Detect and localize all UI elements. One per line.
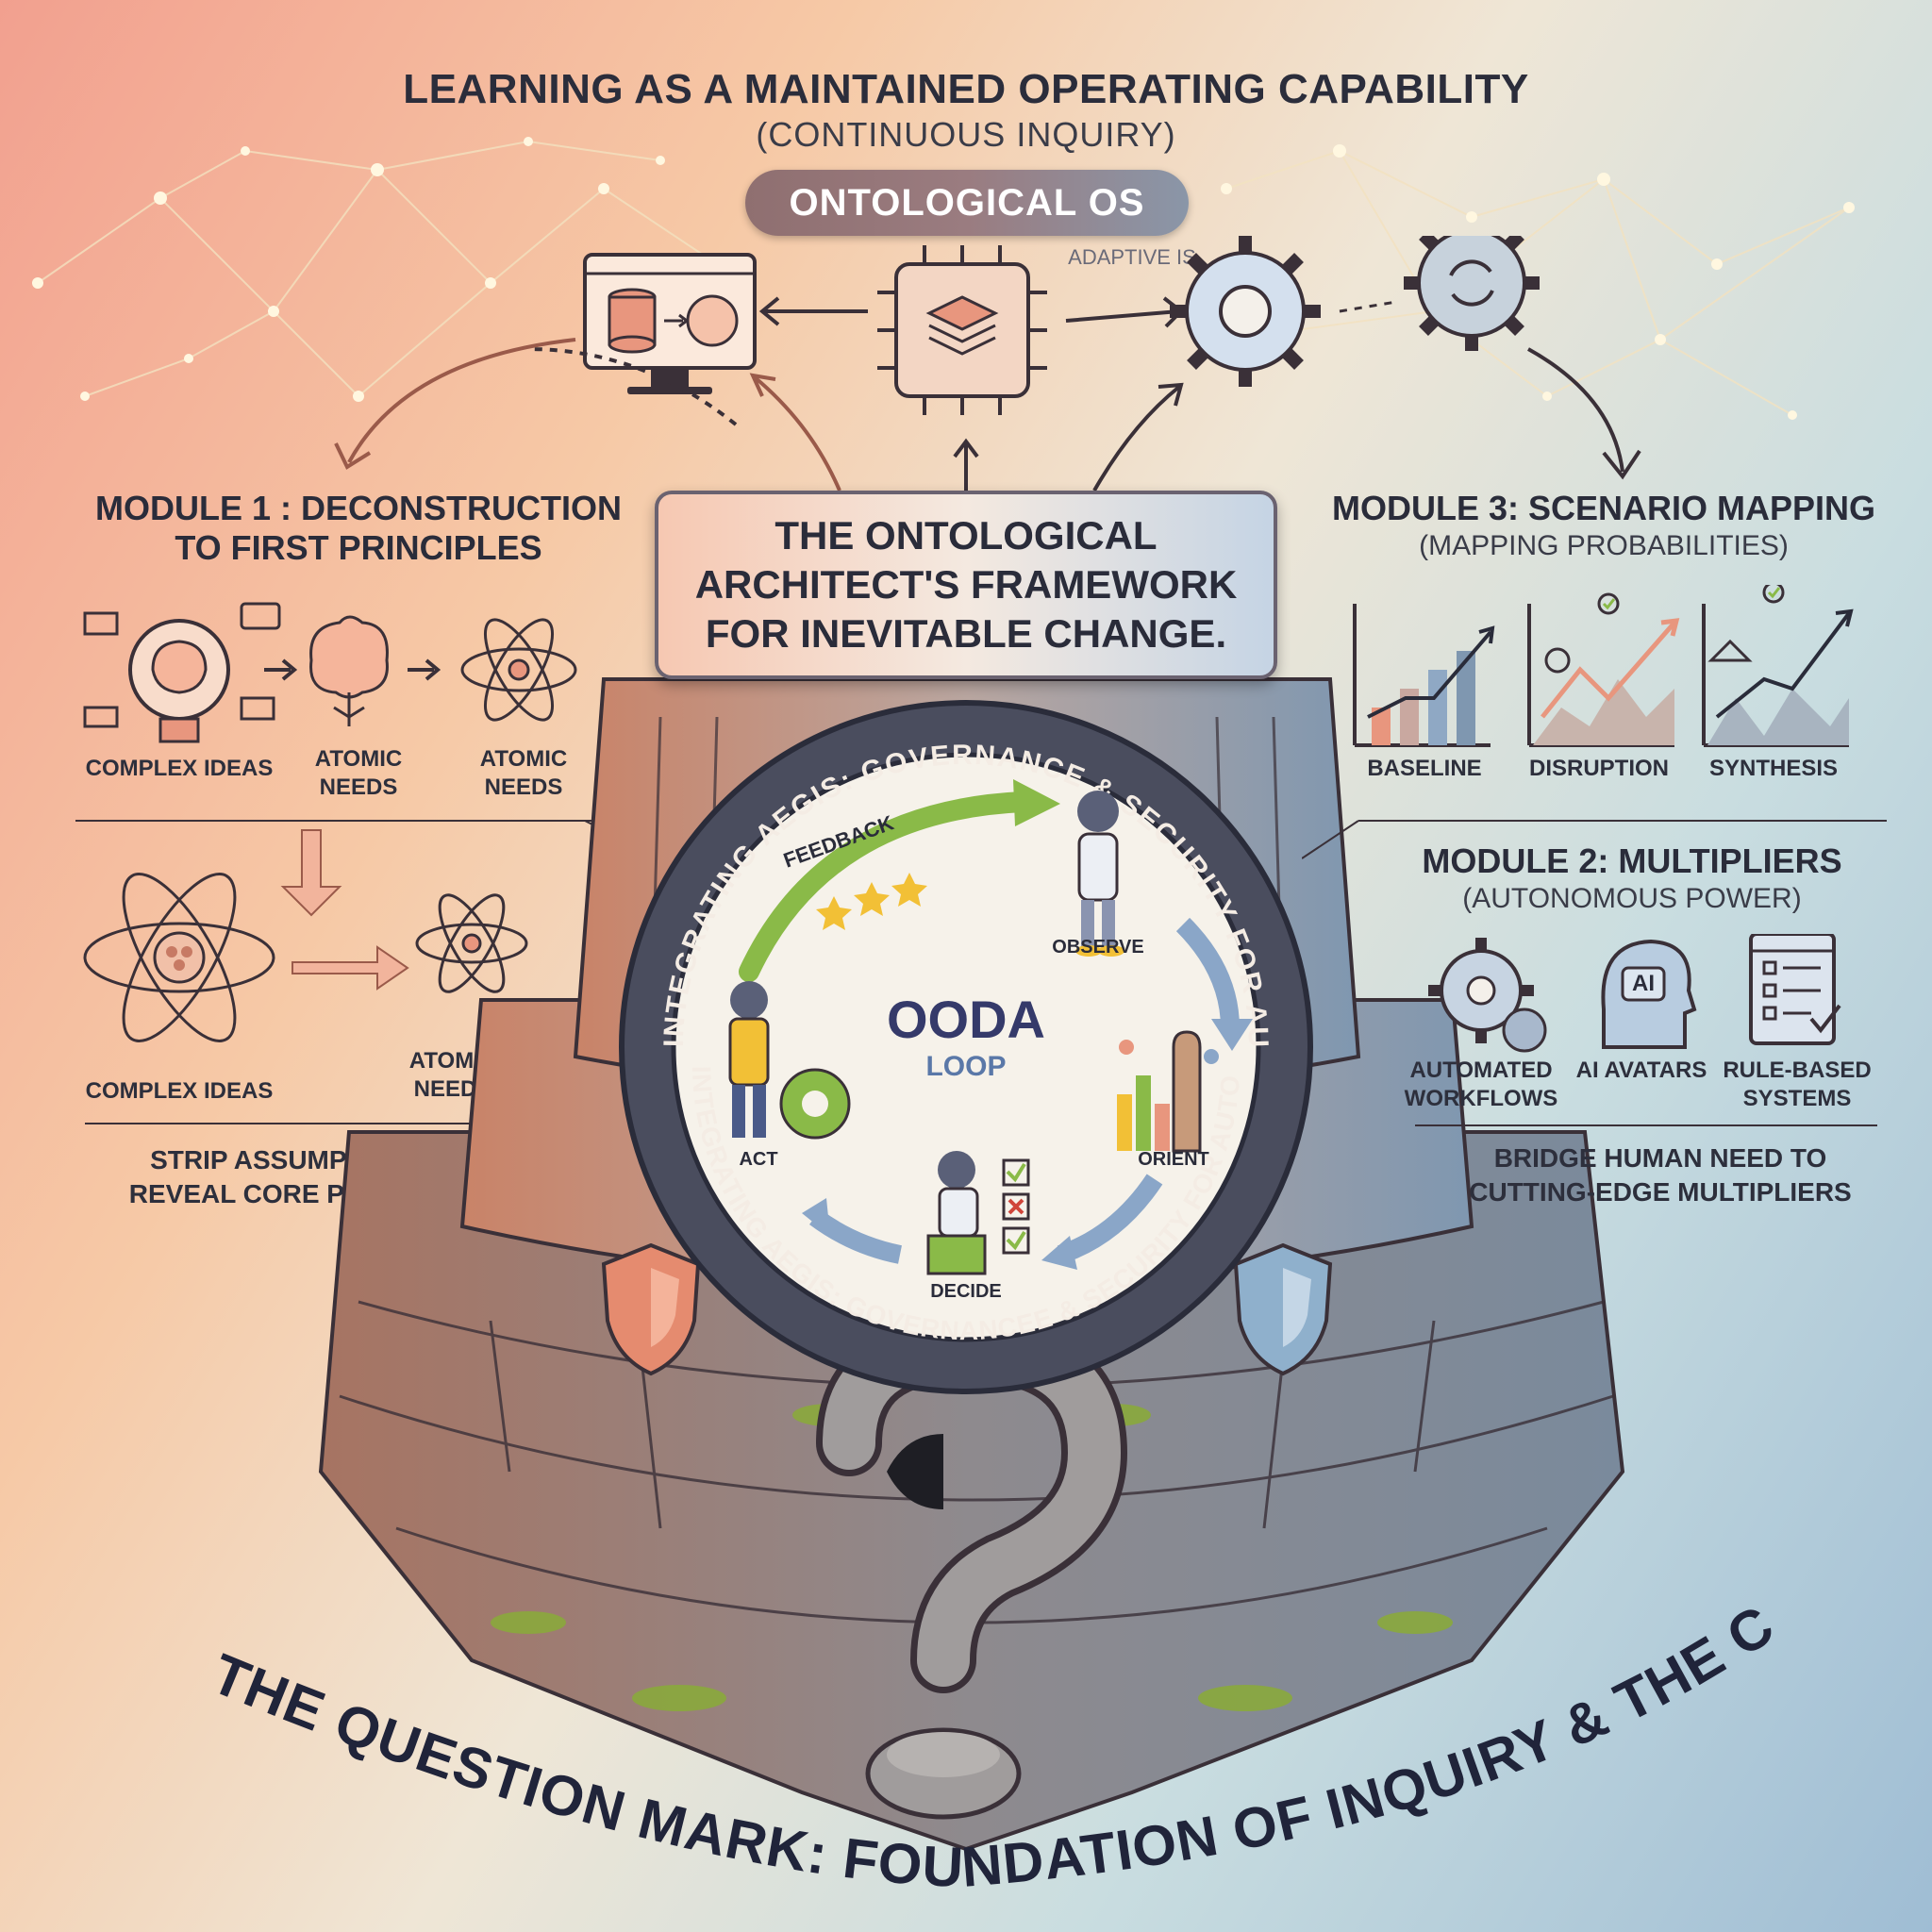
rule-based-checklist-icon: [1749, 934, 1841, 1045]
multiplier-label-3-line1: RULE-BASED: [1723, 1058, 1872, 1083]
shield-icon: [601, 1242, 701, 1376]
module1-note-divider: [85, 1123, 613, 1124]
module2-note-line2: CUTTING-EDGE MULTIPLIERS: [1469, 1177, 1852, 1207]
ai-avatar-icon: AI: [1601, 939, 1697, 1049]
stage-act: ACT: [739, 1149, 777, 1170]
ooda-subtitle: LOOP: [925, 1051, 1006, 1082]
decide-figure-icon: [926, 1151, 1030, 1275]
automated-workflow-gear-icon: [1428, 938, 1547, 1053]
ooda-title: OODA: [887, 990, 1045, 1049]
stage-decide: DECIDE: [930, 1281, 1002, 1302]
disruption-chart-icon: [1527, 592, 1680, 747]
scenario-label-synthesis: SYNTHESIS: [1708, 756, 1839, 781]
baseline-chart-icon: [1353, 604, 1495, 747]
arrow-right-icon: [264, 658, 441, 681]
module3-scenario-charts: [1353, 585, 1854, 747]
module1-row1-label-1: COMPLEX IDEAS: [85, 756, 274, 781]
atom-icon: [460, 618, 577, 722]
multiplier-label-3: RULE-BASED SYSTEMS: [1717, 1057, 1877, 1113]
database-monitor-icon: [583, 253, 757, 394]
shield-icon: [1233, 1242, 1333, 1376]
arrow-right-icon: [291, 945, 409, 991]
ontological-os-badge: ONTOLOGICAL OS: [745, 170, 1189, 236]
lightbulb-brain-icon: [83, 602, 281, 743]
gear-icon: [1170, 236, 1321, 387]
module1-row1-label-3: ATOMIC NEEDS: [479, 746, 568, 800]
processor-chip-icon: [877, 245, 1047, 415]
multiplier-label-1-line1: AUTOMATED: [1409, 1058, 1553, 1083]
module1-title: MODULE 1 : DECONSTRUCTION TO FIRST PRINC…: [57, 489, 660, 568]
module2-subtitle: (AUTONOMOUS POWER): [1462, 883, 1802, 914]
stage-observe: OBSERVE: [1052, 937, 1143, 958]
adaptive-label: ADAPTIVE IS: [1068, 245, 1196, 269]
page-title: LEARNING AS A MAINTAINED OPERATING CAPAB…: [403, 66, 1529, 112]
multiplier-label-1-line2: WORKFLOWS: [1404, 1086, 1558, 1111]
act-figure-icon: [728, 981, 851, 1140]
multiplier-label-2: AI AVATARS: [1575, 1058, 1707, 1083]
multiplier-label-1: AUTOMATED WORKFLOWS: [1396, 1057, 1566, 1113]
complex-atom-icon: [83, 873, 275, 1042]
module1-row2-label-1: COMPLEX IDEAS: [85, 1078, 274, 1104]
page-subtitle: (CONTINUOUS INQUIRY): [756, 115, 1176, 154]
synthesis-chart-icon: [1702, 585, 1854, 747]
framework-line3: FOR INEVITABLE CHANGE.: [705, 611, 1227, 656]
ai-badge: AI: [1632, 971, 1655, 996]
brain-icon: [309, 615, 389, 726]
module1-title-line2: TO FIRST PRINCIPLES: [175, 528, 542, 567]
module2-note-line1: BRIDGE HUMAN NEED TO: [1493, 1143, 1827, 1173]
atom-icon: [415, 893, 528, 993]
module1-row1-label-2: ATOMIC NEEDS: [314, 746, 403, 800]
module3-subtitle: (MAPPING PROBABILITIES): [1419, 530, 1789, 561]
scenario-label-baseline: BASELINE: [1367, 756, 1482, 781]
module2-title: MODULE 2: MULTIPLIERS: [1422, 841, 1842, 880]
top-icons-row: ADAPTIVE IS: [527, 236, 1540, 426]
module1-row1-icons: [83, 602, 577, 743]
module2-icons: AI: [1428, 934, 1841, 1053]
module3-title: MODULE 3: SCENARIO MAPPING: [1331, 489, 1876, 527]
module1-title-line1: MODULE 1 : DECONSTRUCTION: [95, 489, 622, 527]
framework-line1: THE ONTOLOGICAL: [774, 513, 1158, 558]
orient-hand-icon: [1117, 1030, 1219, 1153]
framework-title-box: THE ONTOLOGICAL ARCHITECT'S FRAMEWORK FO…: [655, 491, 1277, 679]
framework-line2: ARCHITECT'S FRAMEWORK: [694, 562, 1238, 607]
scenario-label-disruption: DISRUPTION: [1528, 756, 1669, 781]
module2-note: BRIDGE HUMAN NEED TO CUTTING-EDGE MULTIP…: [1453, 1141, 1868, 1209]
module1-row2-icons: [83, 873, 528, 1042]
refresh-gear-icon: [1404, 236, 1540, 351]
footer-title: THE QUESTION MARK: FOUNDATION OF INQUIRY…: [0, 0, 1784, 1899]
stage-orient: ORIENT: [1138, 1149, 1209, 1170]
multiplier-label-3-line2: SYSTEMS: [1742, 1086, 1852, 1111]
ooda-loop-diagram: INTEGRATING AEGIS: GOVERNANCE & SECURITY…: [589, 689, 1313, 1394]
module2-note-divider: [1415, 1124, 1877, 1126]
module3-divider: [1302, 820, 1887, 859]
observe-figure-icon: [1075, 791, 1124, 957]
